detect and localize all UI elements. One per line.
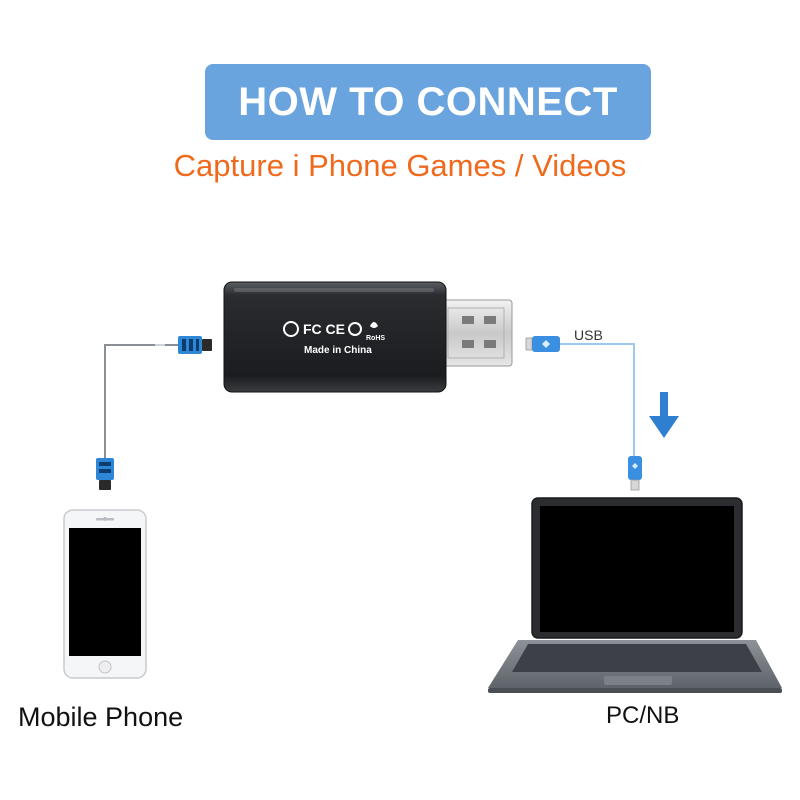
laptop-icon xyxy=(488,497,782,693)
made-in-label: Made in China xyxy=(304,345,372,356)
leaf-icon xyxy=(370,322,378,328)
mobile-phone-label: Mobile Phone xyxy=(18,702,184,732)
pc-nb-label: PC/NB xyxy=(606,702,680,729)
usb-connector-icon xyxy=(532,336,560,352)
page-subtitle: Capture i Phone Games / Videos xyxy=(173,148,627,183)
cable-connector-icon xyxy=(96,458,114,490)
title-banner: HOW TO CONNECT xyxy=(205,64,651,140)
smartphone-icon xyxy=(63,509,147,679)
cable-connector-icon xyxy=(178,336,212,354)
usb-connector-icon xyxy=(628,456,642,491)
rohs-mark: RoHS xyxy=(366,335,385,342)
page-title: HOW TO CONNECT xyxy=(238,79,618,124)
usb-capture-dongle-icon: FC CE RoHS Made in China xyxy=(223,281,513,393)
recycle-icon xyxy=(348,322,362,336)
cert-marks: FC CE xyxy=(303,321,345,337)
lightning-cable xyxy=(96,336,212,490)
usb-cable: USB xyxy=(525,327,642,491)
usb-label: USB xyxy=(574,327,603,343)
cert-logo-icon xyxy=(283,321,299,337)
down-arrow-icon xyxy=(649,392,679,438)
